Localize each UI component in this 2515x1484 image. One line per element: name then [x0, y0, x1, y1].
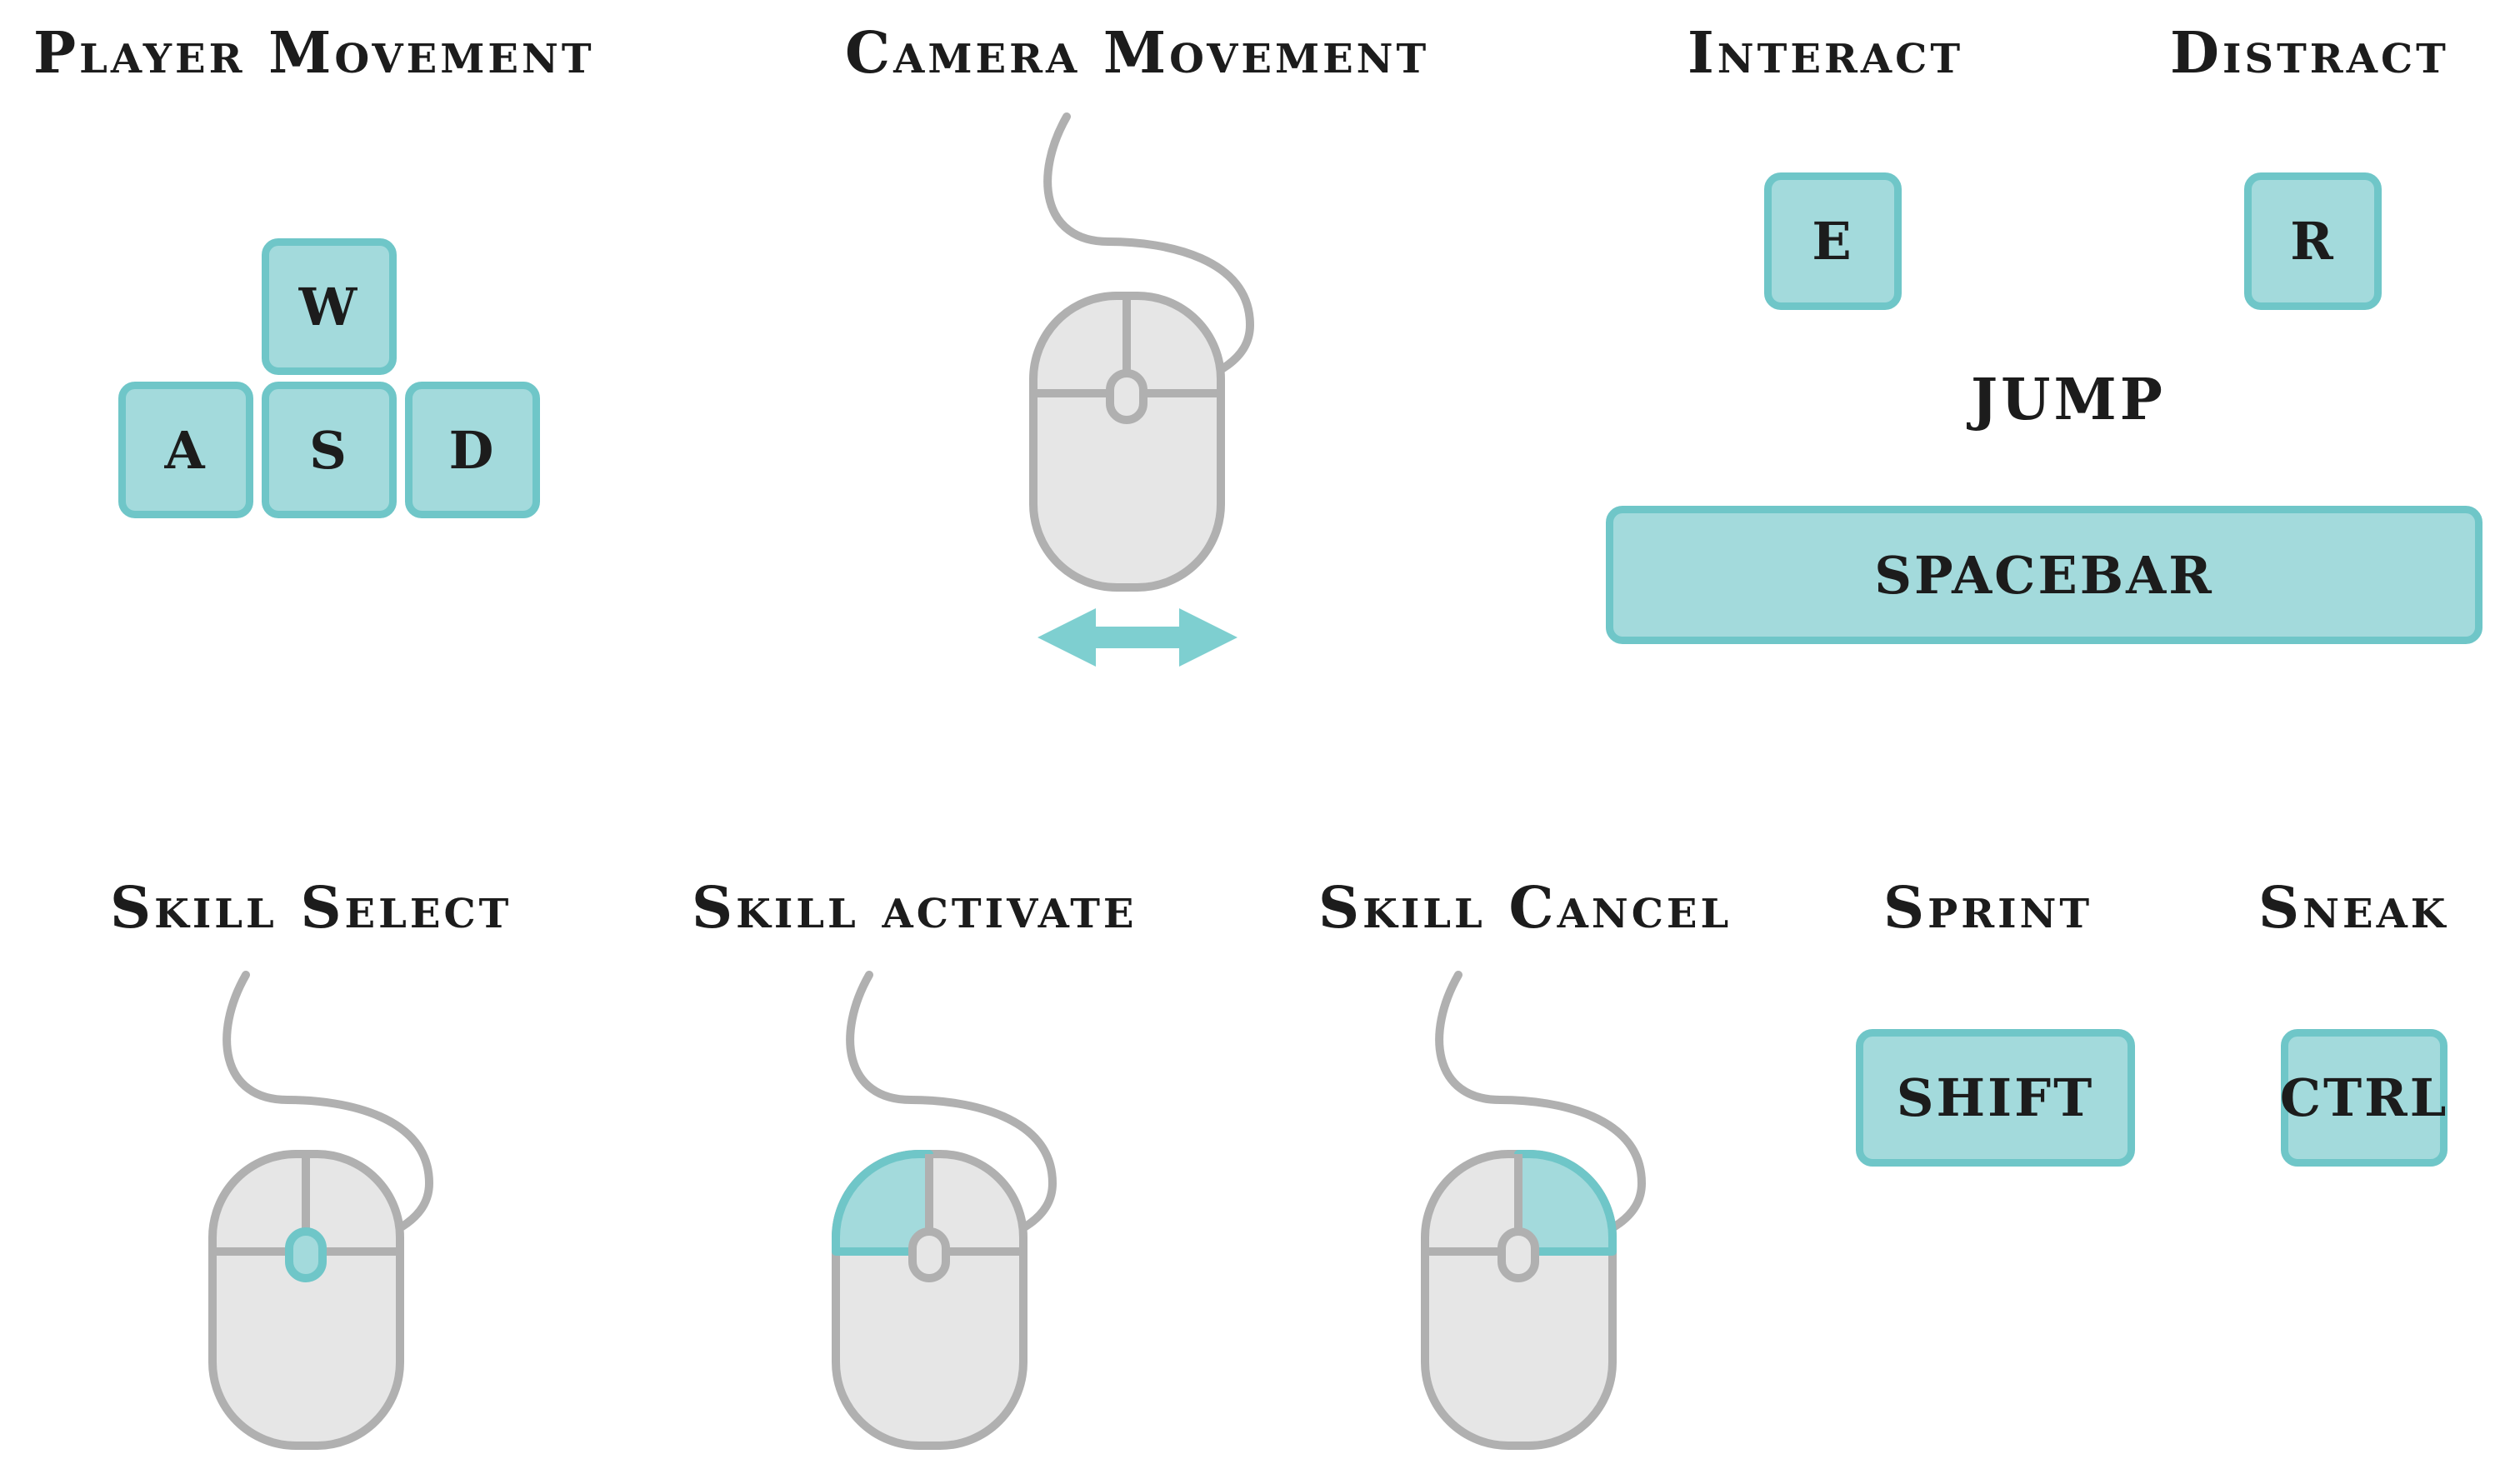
e-key: E — [1764, 172, 1902, 310]
w-key: W — [262, 238, 397, 375]
a-key: A — [118, 382, 253, 518]
skill-activate-title: Skill activate — [692, 875, 1138, 942]
sprint-title: Sprint — [1883, 875, 2093, 942]
left-button-highlight — [832, 1150, 933, 1256]
camera-movement-title: Camera Movement — [845, 20, 1430, 87]
interact-title: Interact — [1688, 20, 1964, 87]
jump-title: JUMP — [1971, 367, 2166, 433]
right-button-highlight — [1514, 1150, 1617, 1256]
sneak-title: Sneak — [2258, 875, 2449, 942]
spacebar-key: SPACEBAR — [1606, 506, 2482, 644]
horizontal-arrow-icon — [1038, 608, 1238, 667]
distract-title: Distract — [2170, 20, 2449, 87]
skill-select-title: Skill Select — [110, 875, 512, 942]
s-key: S — [262, 382, 397, 518]
scroll-wheel-highlight — [285, 1227, 327, 1282]
d-key: D — [405, 382, 540, 518]
camera-mouse-icon — [1029, 112, 1255, 667]
skill-activate-mouse-icon — [832, 971, 1058, 1450]
skill-cancel-mouse-icon — [1421, 971, 1647, 1450]
player-movement-title: Player Movement — [33, 20, 595, 87]
ctrl-key: CTRL — [2280, 1029, 2448, 1167]
shift-key: SHIFT — [1856, 1029, 2135, 1167]
r-key: R — [2244, 172, 2382, 310]
skill-cancel-title: Skill Cancel — [1318, 875, 1732, 942]
skill-select-mouse-icon — [208, 971, 434, 1450]
